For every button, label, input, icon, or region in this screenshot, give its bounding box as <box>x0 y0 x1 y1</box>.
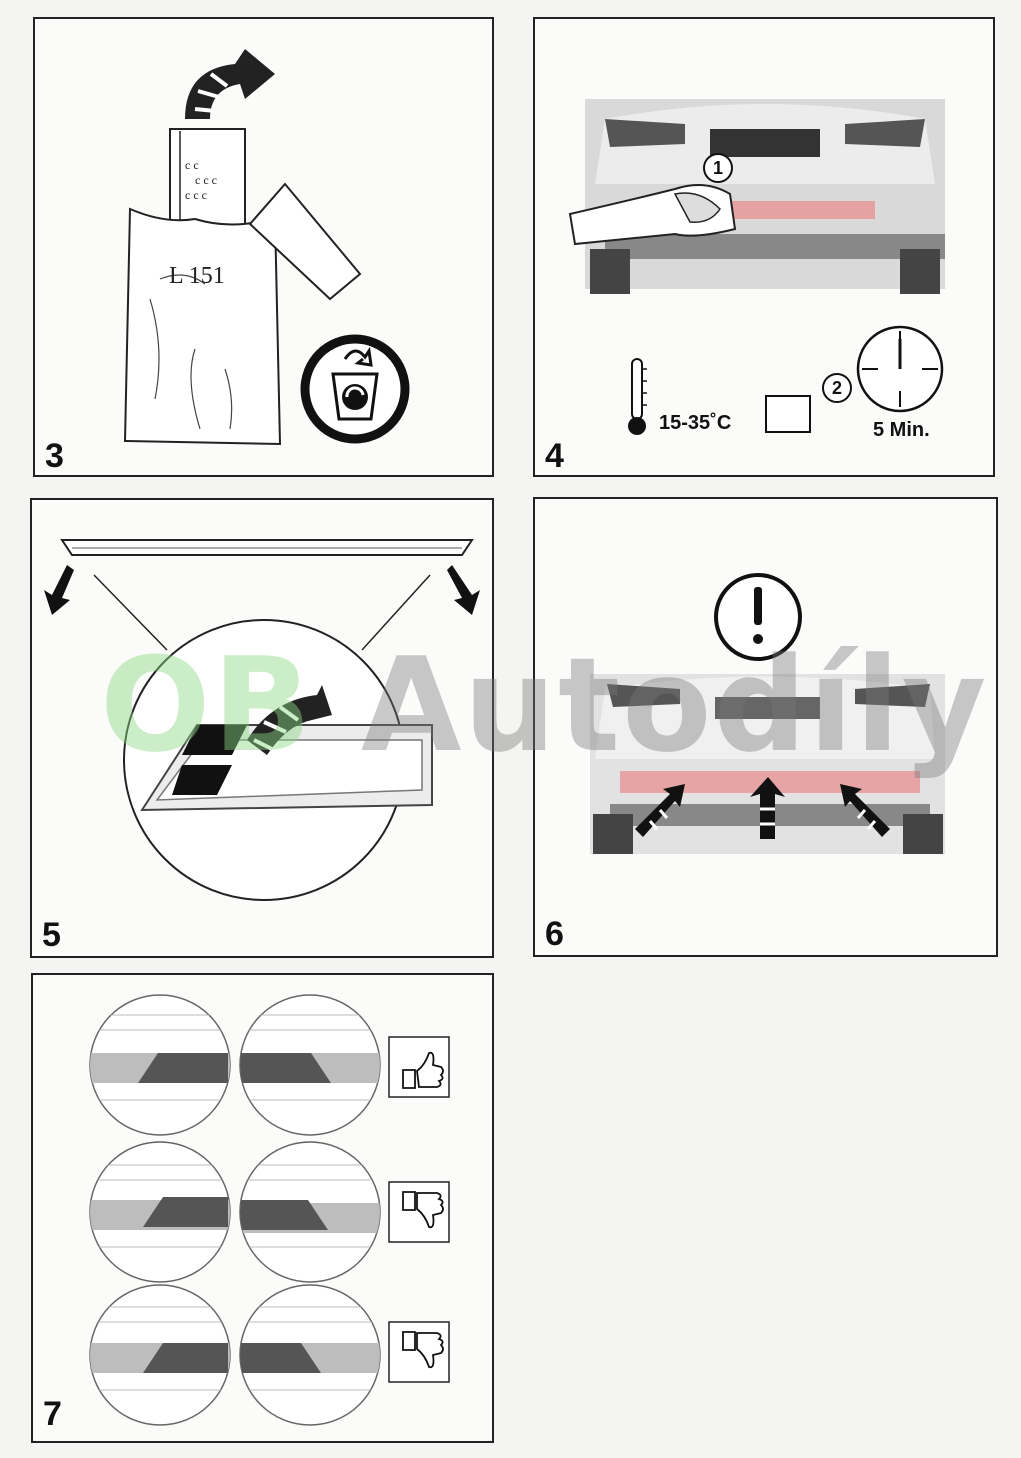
thumbs-down-icon <box>388 1321 450 1383</box>
bag-label: L 151 <box>169 263 225 289</box>
clock-icon <box>856 325 944 413</box>
step-number: 3 <box>45 437 64 475</box>
step-4-panel: 1 2 15-35˚C 5 Min. 4 <box>533 17 995 477</box>
svg-text:c c c: c c c <box>195 173 217 187</box>
press-arrow-left-icon <box>635 784 685 837</box>
step-6-illustration <box>590 573 945 854</box>
alignment-detail-bad-right-2 <box>239 1284 381 1426</box>
recycle-icon <box>300 334 410 444</box>
thermometer-icon <box>628 358 647 435</box>
step-number: 7 <box>43 1395 62 1433</box>
temperature-label: 15-35˚C <box>659 412 732 434</box>
right-down-arrow-icon <box>447 565 480 615</box>
warning-icon <box>714 573 802 661</box>
step-number: 6 <box>545 915 564 953</box>
thumbs-up-icon <box>388 1036 450 1098</box>
step-marker-1: 1 <box>703 153 733 183</box>
pull-out-arrow-icon <box>185 49 275 119</box>
step-marker-2: 2 <box>822 373 852 403</box>
svg-text:c c c: c c c <box>185 188 207 202</box>
step-3-panel: c c c c c c c c L 151 3 <box>33 17 494 477</box>
svg-text:c c: c c <box>185 158 199 172</box>
step-5-panel: 5 <box>30 498 494 958</box>
press-arrow-right-icon <box>840 784 890 837</box>
duration-label: 5 Min. <box>873 419 930 441</box>
step-number: 4 <box>545 437 564 475</box>
hand-cleaning-icon <box>568 184 737 246</box>
step-7-illustration <box>89 994 450 1426</box>
wait-square-icon <box>765 395 811 433</box>
alignment-detail-good-left <box>89 994 231 1136</box>
thumbs-down-icon <box>388 1181 450 1243</box>
press-arrow-center-icon <box>750 777 785 839</box>
alignment-detail-good-right <box>239 994 381 1136</box>
peel-liner-detail <box>140 685 433 812</box>
step-7-panel: 7 <box>31 973 494 1443</box>
step-4-illustration <box>568 99 945 435</box>
alignment-detail-bad-left-1 <box>89 1141 231 1283</box>
alignment-detail-bad-right-1 <box>239 1141 381 1283</box>
step-number: 5 <box>42 916 61 954</box>
alignment-detail-bad-left-2 <box>89 1284 231 1426</box>
step-5-illustration <box>44 539 480 901</box>
left-down-arrow-icon <box>44 565 74 615</box>
car-rear-photo <box>585 99 945 294</box>
step-6-panel: 6 <box>533 497 998 957</box>
step-3-illustration: c c c c c c c c <box>123 49 410 446</box>
